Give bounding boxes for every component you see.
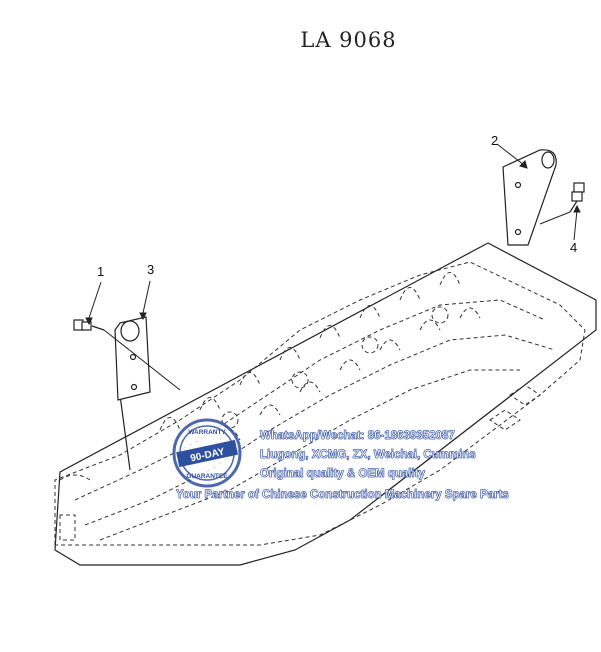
bolt-right (569, 182, 585, 213)
callout-2: 2 (491, 133, 498, 148)
lifting-bracket-right (502, 149, 557, 246)
callout-4: 4 (570, 240, 577, 255)
callout-leaders (85, 143, 581, 326)
warranty-badge: 90-DAY WARRANTY GUARANTEE (172, 418, 242, 488)
badge-top-text: WARRANTY (188, 429, 226, 436)
alignment-lines (103, 211, 571, 391)
callout-3: 3 (147, 262, 154, 277)
bolt-left (73, 319, 105, 331)
cylinder-head-outline (54, 242, 597, 566)
badge-bottom-text: GUARANTEE (186, 473, 228, 480)
lifting-bracket-left (114, 316, 151, 401)
engine-head-body (54, 261, 586, 546)
callout-1: 1 (97, 264, 104, 279)
part-number-title: LA 9068 (300, 28, 397, 52)
